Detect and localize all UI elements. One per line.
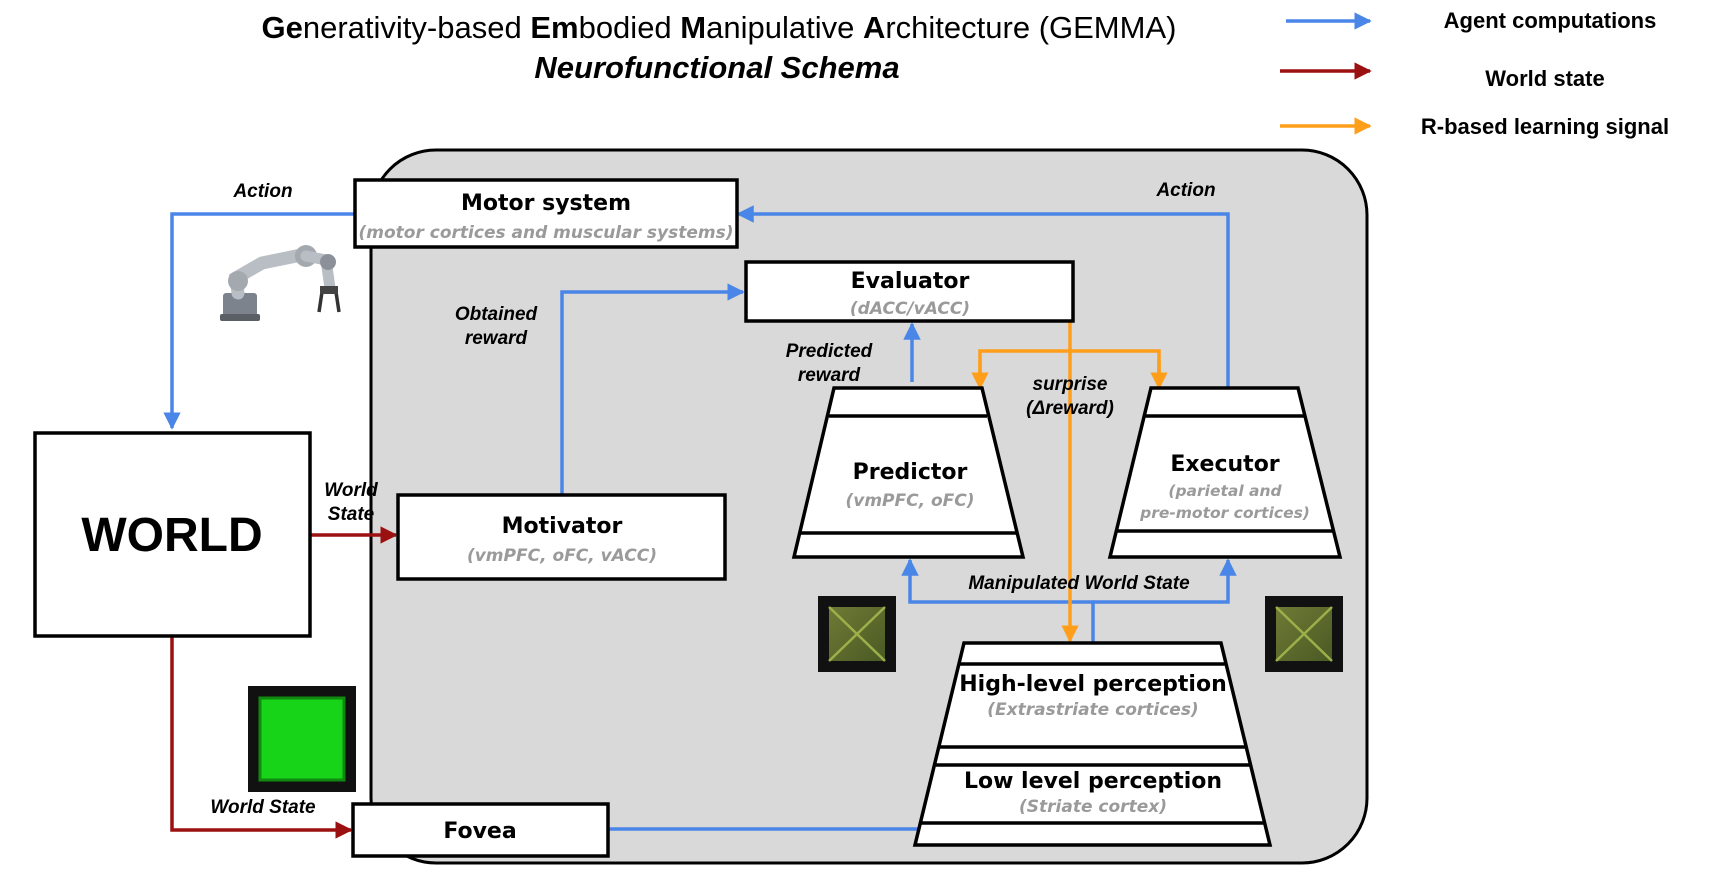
label-action-right: Action	[1155, 180, 1215, 201]
label-world-state-1b: State	[328, 504, 375, 525]
perception-node: High-level perception (Extrastriate cort…	[912, 641, 1273, 847]
executor-sub-1: (parietal and	[1168, 482, 1282, 500]
motor-system-node: Motor system (motor cortices and muscula…	[353, 178, 739, 249]
high-perception-sub: (Extrastriate cortices)	[987, 700, 1198, 720]
low-perception-sub: (Striate cortex)	[1019, 797, 1167, 817]
diagram-title: Generativity-based Embodied Manipulative…	[262, 10, 1177, 45]
world-node: WORLD	[33, 431, 312, 638]
diagram-subtitle: Neurofunctional Schema	[534, 50, 899, 85]
label-obtained-reward-2: reward	[465, 328, 528, 349]
motor-system-label: Motor system	[461, 191, 631, 216]
motivator-node: Motivator (vmPFC, oFC, vACC)	[396, 493, 727, 581]
evaluator-label: Evaluator	[851, 269, 970, 294]
world-label: WORLD	[81, 509, 262, 562]
manipulated-stimulus-right	[1265, 596, 1343, 672]
predictor-node: Predictor (vmPFC, oFC)	[791, 386, 1026, 559]
evaluator-sub: (dACC/vACC)	[850, 299, 970, 319]
high-perception-label: High-level perception	[959, 672, 1226, 697]
legend: Agent computations World state R-based l…	[1280, 8, 1669, 139]
executor-node: Executor (parietal and pre-motor cortice…	[1107, 386, 1343, 559]
label-surprise-1: surprise	[1033, 374, 1108, 395]
edge-world-to-fovea	[170, 636, 353, 839]
motivator-sub: (vmPFC, oFC, vACC)	[467, 546, 657, 566]
low-perception-label: Low level perception	[964, 769, 1222, 794]
legend-agent-label: Agent computations	[1444, 8, 1657, 33]
label-predicted-reward-1: Predicted	[786, 341, 873, 362]
green-square-stimulus	[248, 686, 356, 792]
executor-label: Executor	[1170, 452, 1279, 477]
manipulated-stimulus-left	[818, 596, 896, 672]
label-surprise-2: (Δreward)	[1026, 398, 1114, 419]
label-predicted-reward-2: reward	[798, 365, 861, 386]
evaluator-node: Evaluator (dACC/vACC)	[744, 260, 1075, 323]
predictor-sub: (vmPFC, oFC)	[845, 491, 974, 511]
executor-sub-2: pre-motor cortices)	[1139, 504, 1310, 522]
robot-arm-icon	[220, 245, 341, 321]
label-world-state-1a: World	[324, 480, 378, 501]
motor-system-sub: (motor cortices and muscular systems)	[359, 223, 734, 243]
edge-perception-to-executor	[1093, 558, 1237, 604]
edge-motor-to-world	[163, 212, 355, 430]
edge-perception-to-predictor	[901, 558, 1095, 642]
legend-world-label: World state	[1485, 66, 1604, 91]
motivator-label: Motivator	[502, 514, 623, 539]
edge-motivator-to-evaluator	[560, 283, 745, 495]
edge-executor-to-motor	[736, 205, 1230, 390]
fovea-node: Fovea	[351, 802, 610, 858]
legend-learning-label: R-based learning signal	[1421, 114, 1669, 139]
label-obtained-reward-1: Obtained	[455, 304, 538, 325]
fovea-label: Fovea	[443, 819, 516, 844]
label-manipulated-world-state: Manipulated World State	[968, 573, 1190, 594]
predictor-label: Predictor	[853, 460, 968, 485]
label-world-state-2: World State	[210, 797, 316, 818]
label-action-left: Action	[232, 181, 292, 202]
